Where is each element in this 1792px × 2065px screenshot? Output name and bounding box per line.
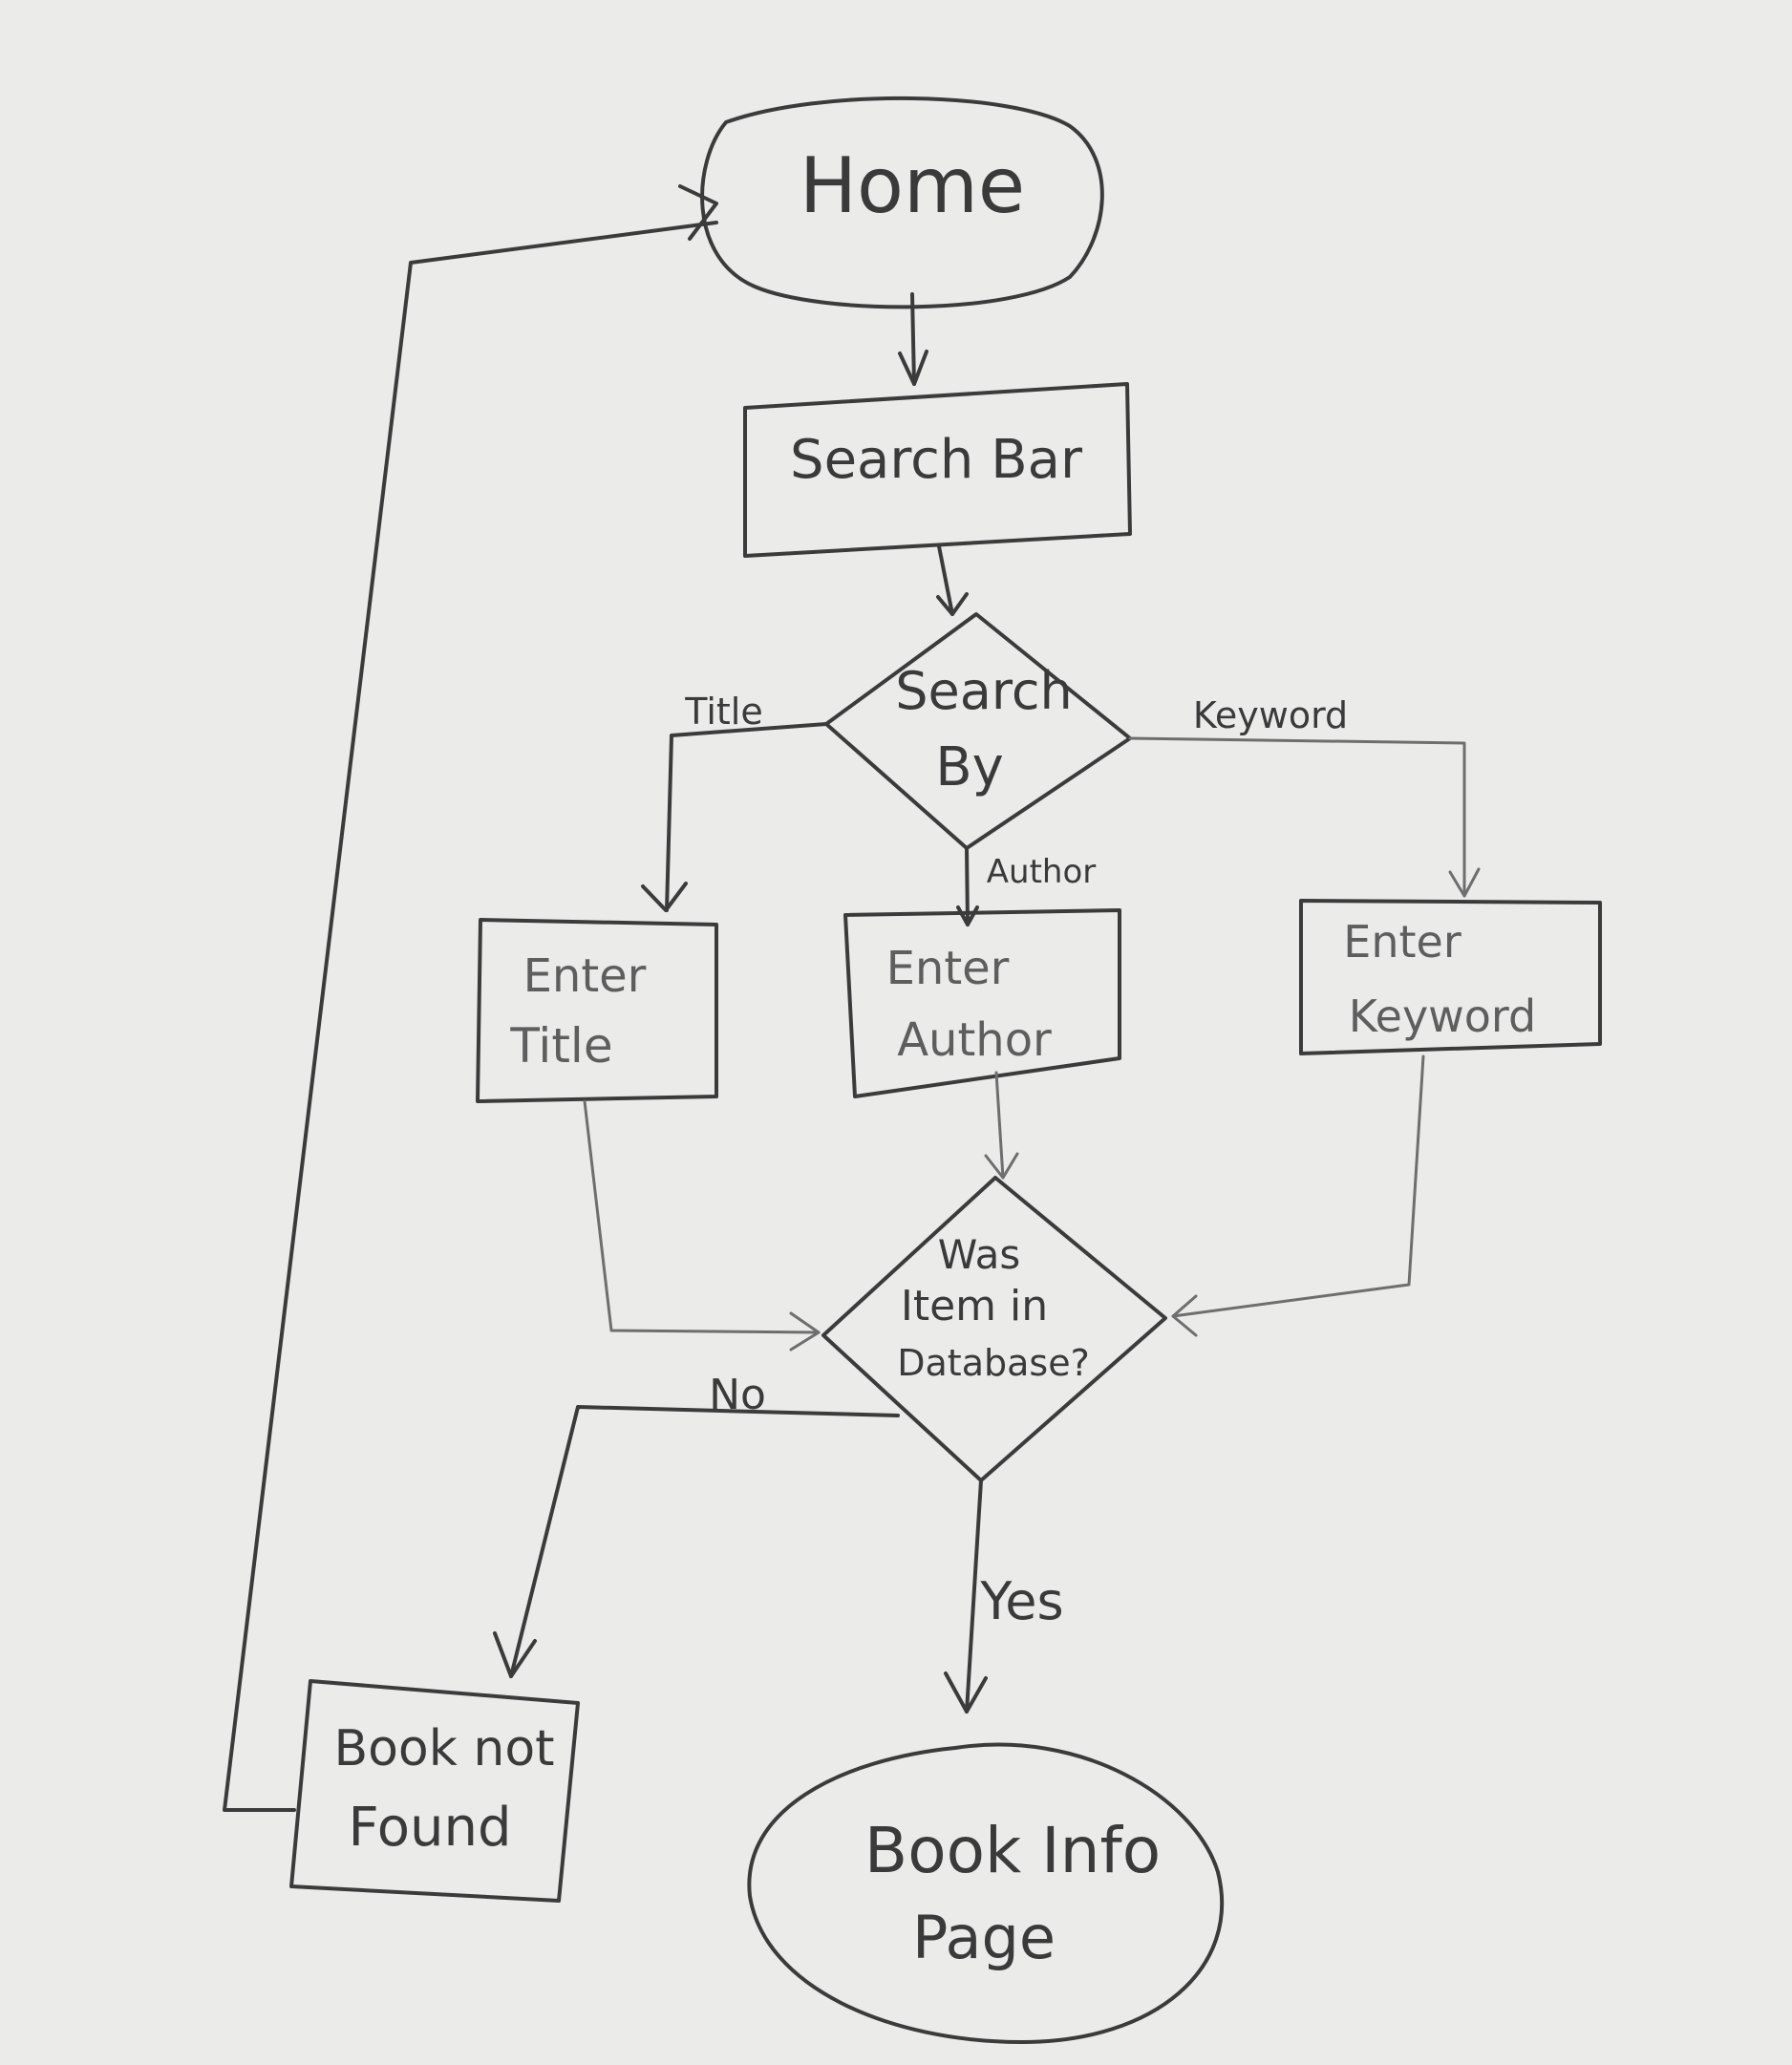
search-by-diamond (824, 612, 1132, 850)
arrowhead-book-not-found (493, 1631, 537, 1678)
enter-keyword-label-line1: Enter (1343, 916, 1461, 968)
home-oval (700, 96, 1104, 309)
edge-label-yes: Yes (979, 1571, 1063, 1631)
search-by-label-line2: By (935, 736, 1004, 798)
arrowhead-home (678, 184, 718, 241)
arrow-title-to-database (583, 1099, 821, 1334)
edge-label-no: No (709, 1371, 766, 1419)
arrowhead-enter-title (641, 882, 688, 912)
search-bar-label: Search Bar (790, 429, 1083, 491)
arrow-home-to-searchbar (910, 292, 916, 386)
book-info-page-label-line2: Page (912, 1903, 1056, 1972)
search-by-label-line1: Search (895, 661, 1073, 721)
arrowhead-database-left (789, 1311, 821, 1352)
edge-label-keyword: Keyword (1193, 694, 1348, 736)
home-label: Home (800, 141, 1025, 230)
database-label-line2: Item in (901, 1282, 1048, 1331)
database-label-line3: Database? (897, 1342, 1090, 1384)
arrowhead-enter-author (956, 905, 979, 926)
database-label-line1: Was (938, 1231, 1020, 1278)
arrowhead-book-info (944, 1671, 988, 1714)
arrow-searchbar-to-searchby (937, 544, 954, 616)
arrow-no-branch (509, 1405, 900, 1678)
book-not-found-label-line1: Book not (333, 1720, 554, 1778)
enter-author-label-line1: Enter (886, 942, 1010, 995)
edge-label-title: Title (684, 691, 762, 733)
enter-title-box (476, 918, 718, 1103)
book-info-page-label-line1: Book Info (864, 1814, 1161, 1887)
enter-author-box (843, 908, 1121, 1098)
arrow-author-to-database (994, 1071, 1005, 1180)
book-info-page-circle (747, 1742, 1225, 2044)
book-not-found-label-line2: Found (348, 1797, 511, 1859)
arrow-title-branch (665, 722, 828, 912)
arrowhead-enter-keyword (1448, 867, 1481, 898)
edge-label-author: Author (987, 853, 1096, 891)
enter-keyword-label-line2: Keyword (1349, 990, 1536, 1042)
arrow-author-branch (965, 846, 970, 926)
book-not-found-box (289, 1679, 580, 1903)
arrow-yes-branch (965, 1479, 983, 1714)
enter-title-label-line2: Title (509, 1018, 612, 1074)
enter-author-label-line2: Author (897, 1013, 1052, 1067)
arrowhead-database-right (1171, 1294, 1198, 1337)
arrow-loop-back-home (223, 221, 718, 1812)
arrow-keyword-branch (1128, 736, 1466, 898)
arrowhead-searchby (936, 592, 969, 616)
enter-keyword-box (1299, 899, 1602, 1055)
arrowhead-searchbar (898, 350, 928, 386)
enter-title-label-line1: Enter (523, 949, 647, 1003)
search-bar-box (743, 382, 1132, 558)
arrow-keyword-to-database (1171, 1054, 1425, 1318)
arrowhead-database-top (984, 1152, 1019, 1180)
